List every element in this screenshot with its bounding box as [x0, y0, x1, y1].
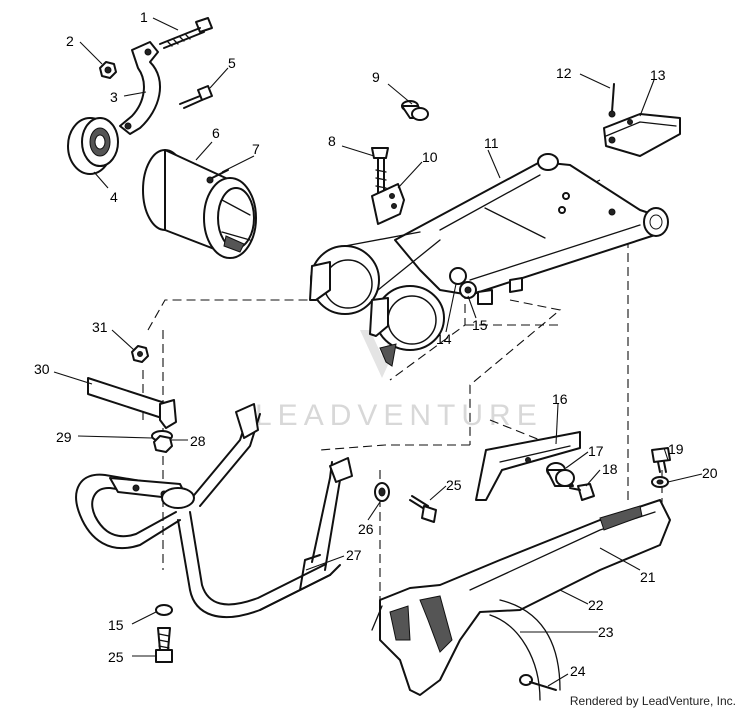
- callout-8: 8: [328, 133, 336, 149]
- callout-16: 16: [552, 391, 568, 407]
- part-11-swing-arm: [394, 153, 669, 305]
- part-18-bolt: [569, 483, 595, 501]
- part-7-pin: [206, 169, 229, 184]
- callout-18: 18: [602, 461, 618, 477]
- callout-22: 22: [588, 597, 604, 613]
- part-4-bearing: [67, 117, 119, 175]
- callout-25-lower: 25: [108, 649, 124, 665]
- callout-29: 29: [56, 429, 72, 445]
- part-1-bolt: [159, 17, 213, 49]
- callout-12: 12: [556, 65, 572, 81]
- callout-25-upper: 25: [446, 477, 462, 493]
- callout-11: 11: [484, 135, 499, 151]
- callout-1: 1: [140, 9, 148, 25]
- callout-30: 30: [34, 361, 50, 377]
- part-27-bumper: [75, 403, 353, 619]
- part-2-nut: [99, 61, 117, 79]
- callout-9: 9: [372, 69, 380, 85]
- callout-17: 17: [588, 443, 604, 459]
- part-6-tube-sleeve: [142, 149, 257, 259]
- part-10-bracket: [371, 183, 405, 225]
- part-20-washer: [651, 476, 669, 488]
- callout-27: 27: [346, 547, 362, 563]
- part-12-pin: [608, 83, 616, 118]
- part-17-spacer: [546, 462, 575, 487]
- callout-21: 21: [640, 569, 656, 585]
- clamp-rings: [309, 231, 445, 367]
- callout-5: 5: [228, 55, 236, 71]
- part-25-bolt-upper: [409, 495, 437, 523]
- callout-15-upper: 15: [472, 317, 488, 333]
- part-9-bushing: [401, 100, 429, 121]
- part-21-23-chain-case: [371, 499, 671, 701]
- callout-13: 13: [650, 67, 666, 83]
- callout-3: 3: [110, 89, 118, 105]
- callout-26: 26: [358, 521, 374, 537]
- callout-23: 23: [598, 624, 614, 640]
- callout-20: 20: [702, 465, 718, 481]
- leader-lines: [53, 17, 703, 687]
- watermark-text: LEADVENTURE: [255, 399, 543, 432]
- callout-14: 14: [436, 331, 452, 347]
- callout-labels: 1 2 3 4 5 6 7 8 9 10 11 12 13 14 15 15 1…: [34, 9, 718, 679]
- callout-4: 4: [110, 189, 118, 205]
- callout-15-lower: 15: [108, 617, 124, 633]
- part-8-bolt: [371, 147, 389, 197]
- footer-credit: Rendered by LeadVenture, Inc.: [569, 694, 736, 708]
- part-13-plate: [603, 113, 681, 157]
- part-30-bracket: [87, 377, 177, 429]
- callout-24: 24: [570, 663, 586, 679]
- callout-6: 6: [212, 125, 220, 141]
- part-31-nut: [131, 345, 149, 363]
- callout-7: 7: [252, 141, 260, 157]
- callout-28: 28: [190, 433, 206, 449]
- callout-19: 19: [668, 441, 684, 457]
- part-24-pin: [519, 674, 557, 691]
- part-28-29-nut-washer: [151, 430, 173, 453]
- part-14-15-pivot: [449, 267, 477, 299]
- part-5-bolt: [179, 85, 213, 109]
- callout-31: 31: [92, 319, 108, 335]
- part-3-strap-bracket: [119, 41, 162, 135]
- callout-2: 2: [66, 33, 74, 49]
- part-15-25-lower-bolt: [155, 604, 173, 663]
- callout-10: 10: [422, 149, 438, 165]
- part-16-bracket: [475, 431, 581, 501]
- part-26-washer: [374, 482, 390, 502]
